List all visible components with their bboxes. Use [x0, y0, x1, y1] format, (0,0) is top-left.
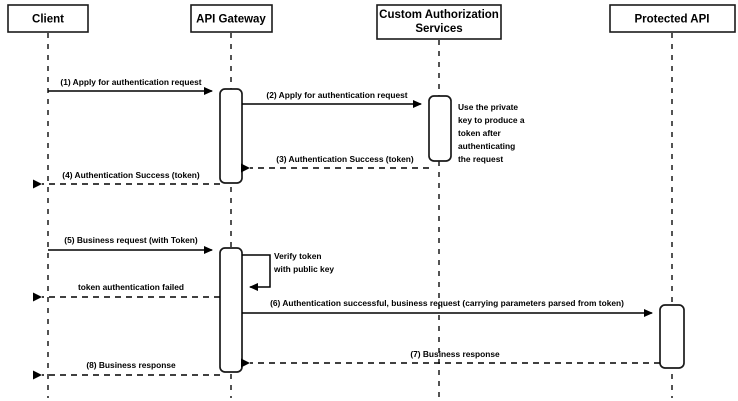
message-5[interactable]: (5) Business request (with Token) [48, 235, 213, 254]
message-token-authentication-failed-label: token authentication failed [78, 282, 184, 292]
activation-custom-auth [428, 95, 452, 162]
participant-box-client[interactable] [7, 4, 89, 33]
message-7-label: (7) Business response [410, 349, 500, 359]
message-6[interactable]: (6) Authentication successful, business … [242, 298, 653, 317]
participant-label-api-gateway: API Gateway [196, 14, 266, 26]
participant-label-custom-auth-line2: Services [415, 23, 462, 35]
message-4[interactable]: (4) Authentication Success (token) [33, 170, 220, 189]
participant-box-api-gateway[interactable] [190, 4, 273, 33]
note-private-key-line-2: key to produce a [458, 115, 525, 125]
note-private-key-line-3: token after [458, 128, 502, 138]
message-3[interactable]: (3) Authentication Success (token) [241, 154, 429, 173]
participant-label-client: Client [32, 14, 64, 26]
participant-box-protected-api[interactable] [609, 4, 736, 33]
activation-api-gateway-auth [219, 88, 243, 184]
self-message-verify-token[interactable]: Verify token with public key [242, 251, 334, 291]
message-4-label: (4) Authentication Success (token) [62, 170, 200, 180]
activation-protected-api [659, 304, 685, 369]
participant-label-protected-api: Protected API [635, 14, 710, 26]
message-5-label: (5) Business request (with Token) [64, 235, 198, 245]
participant-box-custom-auth[interactable] [376, 4, 502, 40]
note-private-key-line-1: Use the private [458, 102, 518, 112]
note-private-key-line-5: the request [458, 154, 503, 164]
message-8-label: (8) Business response [86, 360, 176, 370]
message-1[interactable]: (1) Apply for authentication request [48, 77, 213, 95]
message-6-label: (6) Authentication successful, business … [270, 298, 624, 308]
message-7[interactable]: (7) Business response [241, 349, 660, 368]
message-8[interactable]: (8) Business response [33, 360, 220, 380]
message-1-label: (1) Apply for authentication request [60, 77, 201, 87]
message-token-authentication-failed[interactable]: token authentication failed [33, 282, 220, 302]
message-3-label: (3) Authentication Success (token) [276, 154, 414, 164]
note-private-key: Use the private key to produce a token a… [458, 102, 525, 164]
message-2[interactable]: (2) Apply for authentication request [242, 90, 422, 108]
activation-api-gateway-business [219, 247, 243, 373]
note-private-key-line-4: authenticating [458, 141, 515, 151]
message-2-label: (2) Apply for authentication request [266, 90, 407, 100]
self-message-verify-token-line-2: with public key [273, 264, 334, 274]
self-message-verify-token-line-1: Verify token [274, 251, 321, 261]
participant-label-custom-auth-line1: Custom Authorization [379, 9, 499, 21]
